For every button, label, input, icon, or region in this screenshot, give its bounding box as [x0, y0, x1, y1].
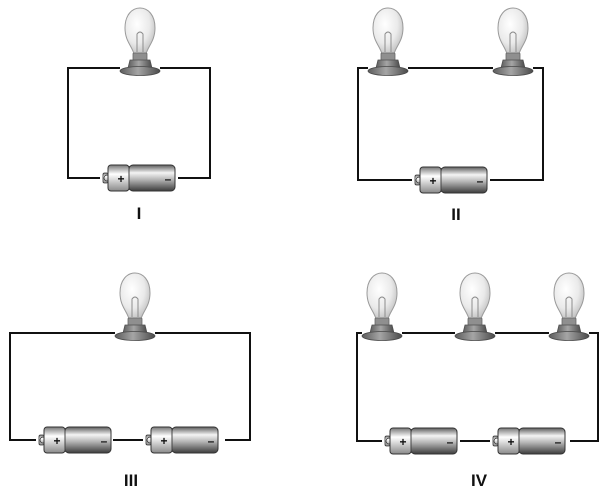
battery-negative-sign: –: [447, 435, 454, 449]
battery-positive-sign: +: [399, 435, 406, 449]
bulb-glass: [497, 7, 529, 55]
circuit-III: +– +– III: [9, 272, 251, 490]
bulb-filament: [378, 296, 386, 317]
battery-positive-sign: +: [53, 434, 60, 448]
battery: +–: [38, 426, 112, 454]
circuit-label: IV: [471, 471, 488, 490]
circuit-label: I: [137, 204, 142, 223]
circuit-label: II: [451, 205, 460, 224]
battery-positive-sign: +: [117, 172, 124, 186]
bulb-filament: [136, 31, 144, 52]
circuit-II: +– II: [357, 7, 544, 224]
bulb-socket-base: [454, 331, 496, 341]
circuit-wire: [357, 67, 544, 181]
light-bulb: [367, 7, 409, 76]
bulb-socket-base: [361, 331, 403, 341]
bulb-socket-base: [114, 331, 156, 341]
bulb-socket-base: [367, 66, 409, 76]
bulb-glass: [124, 7, 156, 55]
bulb-filament: [384, 31, 392, 52]
bulb-glass: [553, 272, 585, 320]
bulb-filament: [565, 296, 573, 317]
bulb-filament: [471, 296, 479, 317]
battery: +–: [492, 427, 566, 455]
circuit-I: +– I: [67, 7, 211, 223]
battery: +–: [102, 164, 176, 192]
light-bulb: [119, 7, 161, 76]
battery: +–: [414, 166, 488, 194]
battery: +–: [145, 426, 219, 454]
circuit-wire: [67, 67, 211, 179]
battery-negative-sign: –: [477, 174, 484, 188]
battery-positive-sign: +: [429, 174, 436, 188]
battery: +–: [384, 427, 458, 455]
bulb-glass: [459, 272, 491, 320]
bulb-socket-base: [548, 331, 590, 341]
battery-negative-sign: –: [208, 434, 215, 448]
battery-positive-sign: +: [507, 435, 514, 449]
light-bulb: [454, 272, 496, 341]
light-bulb: [492, 7, 534, 76]
battery-negative-sign: –: [101, 434, 108, 448]
circuit-IV: +– +– IV: [356, 272, 599, 490]
bulb-glass: [366, 272, 398, 320]
bulb-socket-base: [119, 66, 161, 76]
light-bulb: [361, 272, 403, 341]
bulb-filament: [509, 31, 517, 52]
bulb-glass: [372, 7, 404, 55]
light-bulb: [114, 272, 156, 341]
bulb-glass: [119, 272, 151, 320]
battery-positive-sign: +: [160, 434, 167, 448]
light-bulb: [548, 272, 590, 341]
bulb-filament: [131, 296, 139, 317]
circuit-wire: [9, 332, 251, 441]
battery-negative-sign: –: [165, 172, 172, 186]
bulb-socket-base: [492, 66, 534, 76]
circuit-wire: [356, 332, 599, 442]
circuit-label: III: [124, 471, 138, 490]
battery-negative-sign: –: [555, 435, 562, 449]
